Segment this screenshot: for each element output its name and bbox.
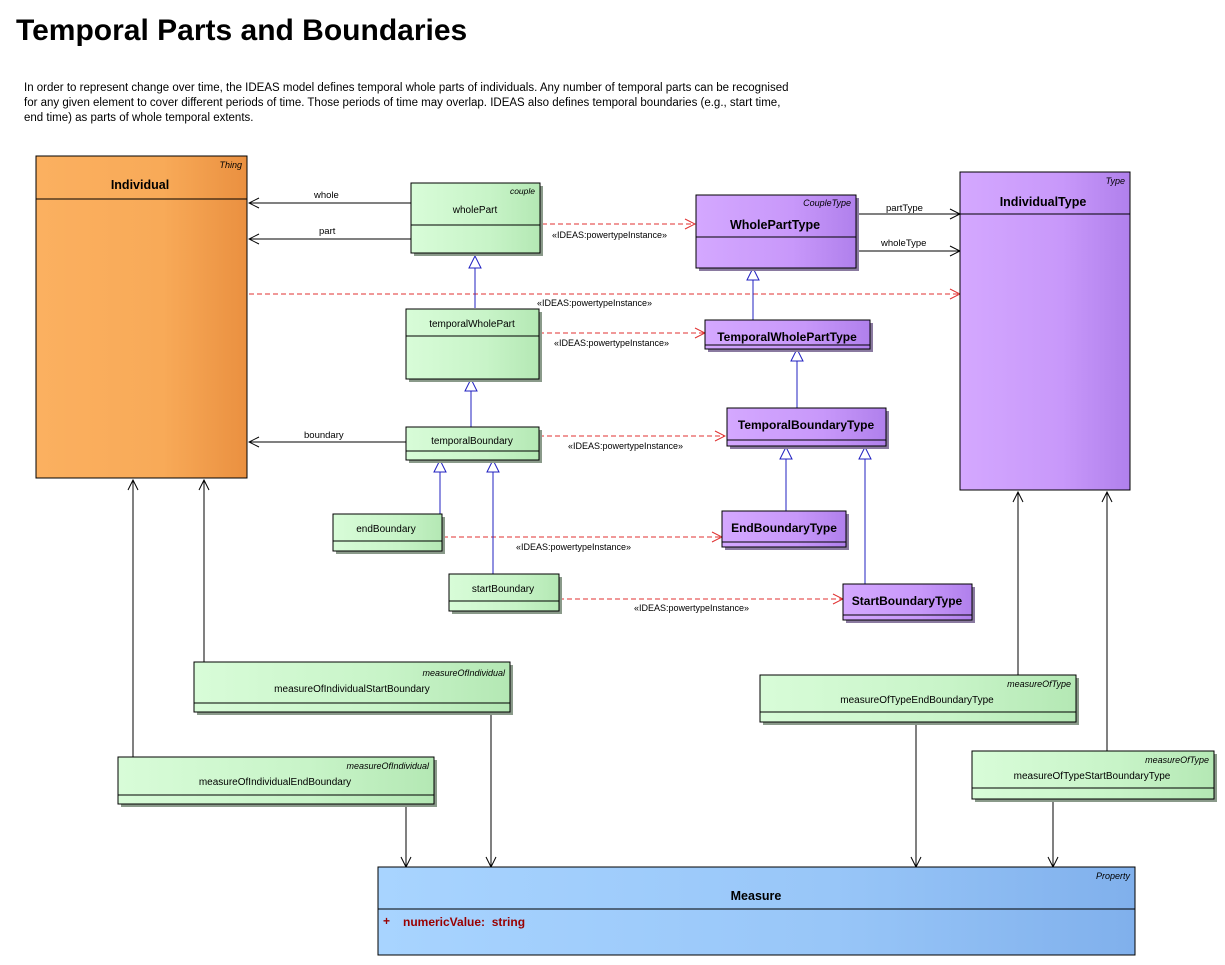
class-name: measureOfIndividualEndBoundary: [199, 777, 351, 788]
stereotype-measureofindividual: measureOfIndividual: [422, 668, 506, 678]
attribute-numericvalue: numericValue: string: [403, 915, 525, 929]
class-name: temporalWholePart: [429, 319, 515, 330]
page-description: In order to represent change over time, …: [24, 82, 789, 124]
label-boundary: boundary: [304, 430, 344, 441]
label-powertype-individual: «IDEAS:powertypeInstance»: [537, 298, 652, 308]
stereotype-measureoftype: measureOfType: [1145, 755, 1209, 765]
class-measureoftypestartboundarytype[interactable]: measureOfType measureOfTypeStartBoundary…: [971, 750, 1217, 802]
class-name: wholePart: [452, 205, 498, 216]
label-parttype: partType: [886, 203, 923, 214]
class-name: StartBoundaryType: [852, 594, 963, 608]
class-temporalwholeparttype[interactable]: TemporalWholePartType: [704, 319, 873, 352]
class-temporalwholepart[interactable]: temporalWholePart: [405, 308, 542, 382]
class-wholepart[interactable]: couple wholePart: [410, 182, 543, 256]
class-name: temporalBoundary: [431, 436, 513, 447]
class-individual[interactable]: Thing Individual: [35, 155, 248, 479]
class-startboundarytype[interactable]: StartBoundaryType: [842, 583, 975, 623]
label-part: part: [319, 226, 336, 237]
class-name: startBoundary: [472, 584, 534, 595]
class-name: IndividualType: [1000, 195, 1087, 209]
stereotype-coupletype: CoupleType: [803, 198, 851, 208]
class-name: Measure: [731, 889, 782, 903]
class-endboundary[interactable]: endBoundary: [332, 513, 445, 554]
class-measure[interactable]: Property Measure + numericValue: string: [377, 866, 1136, 956]
label-powertype-temporalwholepart: «IDEAS:powertypeInstance»: [554, 338, 669, 348]
class-name: measureOfIndividualStartBoundary: [274, 684, 430, 695]
class-name: EndBoundaryType: [731, 521, 837, 535]
class-name: Individual: [111, 178, 169, 192]
label-powertype-endboundary: «IDEAS:powertypeInstance»: [516, 542, 631, 552]
class-name: WholePartType: [730, 218, 820, 232]
label-whole: whole: [313, 190, 339, 201]
class-name: measureOfTypeEndBoundaryType: [840, 695, 994, 706]
class-measureofindividualendboundary[interactable]: measureOfIndividual measureOfIndividualE…: [117, 756, 437, 807]
stereotype-type: Type: [1106, 176, 1125, 186]
label-wholetype: wholeType: [880, 238, 926, 249]
class-endboundarytype[interactable]: EndBoundaryType: [721, 510, 849, 550]
label-powertype-wholepart: «IDEAS:powertypeInstance»: [552, 230, 667, 240]
class-wholeparttype[interactable]: CoupleType WholePartType: [695, 194, 859, 271]
class-measureofindividualstartboundary[interactable]: measureOfIndividual measureOfIndividualS…: [193, 661, 513, 715]
class-name: TemporalBoundaryType: [738, 418, 875, 432]
class-name: endBoundary: [356, 524, 416, 535]
stereotype-measureoftype: measureOfType: [1007, 679, 1071, 689]
class-startboundary[interactable]: startBoundary: [448, 573, 562, 614]
class-temporalboundarytype[interactable]: TemporalBoundaryType: [726, 407, 889, 449]
class-individualtype[interactable]: Type IndividualType: [959, 171, 1131, 491]
class-measureoftypeendboundarytype[interactable]: measureOfType measureOfTypeEndBoundaryTy…: [759, 674, 1079, 725]
class-name: measureOfTypeStartBoundaryType: [1014, 771, 1171, 782]
class-temporalboundary[interactable]: temporalBoundary: [405, 426, 542, 463]
class-name: TemporalWholePartType: [717, 330, 857, 344]
stereotype-couple: couple: [510, 186, 535, 196]
attribute-visibility: +: [383, 914, 390, 928]
page-title: Temporal Parts and Boundaries: [16, 14, 468, 47]
stereotype-property: Property: [1096, 871, 1131, 881]
label-powertype-startboundary: «IDEAS:powertypeInstance»: [634, 603, 749, 613]
stereotype-measureofindividual: measureOfIndividual: [346, 761, 430, 771]
label-powertype-temporalboundary: «IDEAS:powertypeInstance»: [568, 441, 683, 451]
stereotype-thing: Thing: [219, 160, 242, 170]
